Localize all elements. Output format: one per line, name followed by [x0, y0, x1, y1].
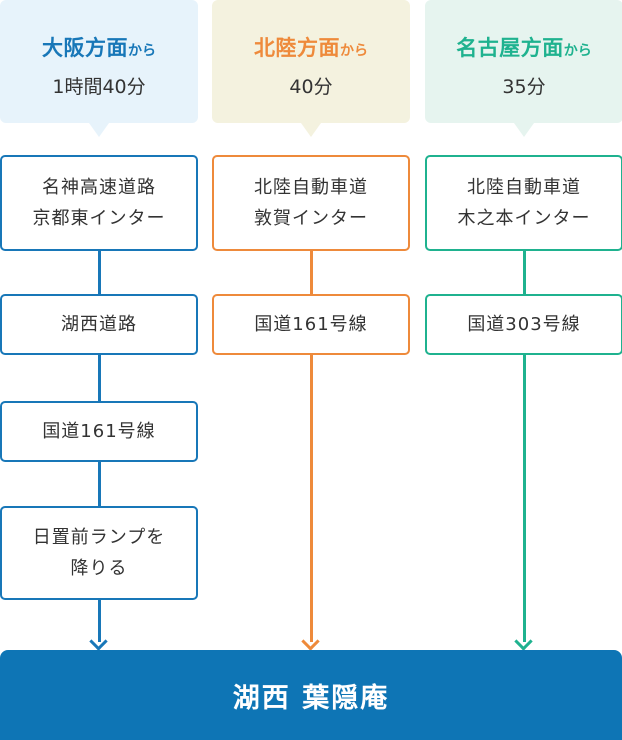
route-step-box: 国道161号線 — [212, 294, 410, 355]
step-line: 木之本インター — [457, 208, 591, 229]
region-suffix: から — [128, 43, 156, 59]
arrow-down-icon — [301, 632, 320, 651]
route-header-hokuriku: 北陸方面から 40分 — [212, 0, 410, 137]
route-step-box: 湖西道路 — [0, 294, 198, 355]
route-step-box: 北陸自動車道木之本インター — [425, 155, 622, 251]
step-line: 北陸自動車道 — [254, 177, 368, 198]
route-line-hokuriku — [310, 240, 313, 642]
step-line: 日置前ランプを — [32, 527, 166, 548]
step-line: 名神高速道路 — [42, 177, 156, 198]
destination-banner: 湖西 葉隠庵 — [0, 650, 622, 740]
arrow-down-icon — [514, 632, 533, 651]
route-step-box: 国道161号線 — [0, 401, 198, 462]
region-suffix: から — [563, 43, 592, 59]
region-name: 北陸方面 — [254, 36, 340, 60]
route-title: 大阪方面から — [0, 32, 198, 62]
step-line: 国道161号線 — [254, 314, 368, 335]
travel-time: 1時間40分 — [52, 76, 146, 98]
step-line: 北陸自動車道 — [467, 177, 581, 198]
route-step-box: 北陸自動車道敦賀インター — [212, 155, 410, 251]
route-osaka: 大阪方面から 1時間40分 名神高速道路京都東インター 湖西道路 国道161号線… — [0, 0, 198, 740]
step-line: 湖西道路 — [61, 314, 137, 335]
route-nagoya: 名古屋方面から 35分 北陸自動車道木之本インター 国道303号線 — [425, 0, 622, 740]
travel-time: 35分 — [502, 76, 546, 98]
route-step-box: 名神高速道路京都東インター — [0, 155, 198, 251]
step-line: 国道303号線 — [467, 314, 581, 335]
region-name: 大阪方面 — [42, 36, 128, 60]
route-title: 北陸方面から — [212, 32, 410, 62]
step-line: 国道161号線 — [42, 421, 156, 442]
travel-time: 40分 — [289, 76, 333, 98]
region-suffix: から — [340, 43, 368, 59]
route-line-nagoya — [523, 240, 526, 642]
step-line: 敦賀インター — [254, 208, 368, 229]
route-step-box: 国道303号線 — [425, 294, 622, 355]
route-title: 名古屋方面から — [425, 32, 622, 62]
arrow-down-icon — [89, 632, 108, 651]
route-header-nagoya: 名古屋方面から 35分 — [425, 0, 622, 137]
step-line: 京都東インター — [32, 208, 166, 229]
step-line: 降りる — [70, 558, 128, 579]
region-name: 名古屋方面 — [456, 36, 564, 60]
destination-name: 湖西 葉隠庵 — [232, 682, 390, 714]
route-step-box: 日置前ランプを降りる — [0, 506, 198, 600]
route-header-osaka: 大阪方面から 1時間40分 — [0, 0, 198, 137]
route-hokuriku: 北陸方面から 40分 北陸自動車道敦賀インター 国道161号線 — [212, 0, 410, 740]
